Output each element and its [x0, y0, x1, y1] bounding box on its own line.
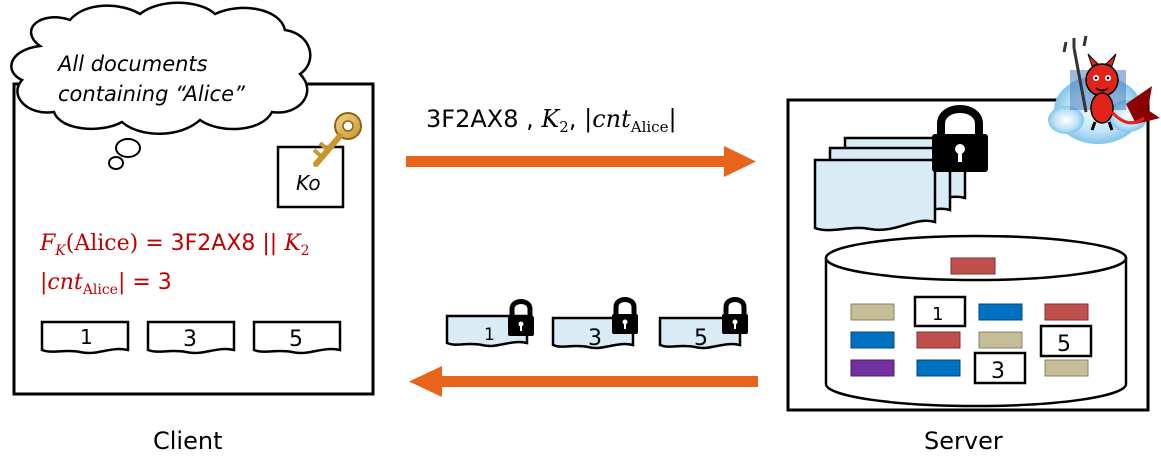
- response-document-2-label: 3: [588, 326, 602, 351]
- response-lock-3-icon: [722, 297, 748, 334]
- db-document-3-label: 3: [991, 359, 1005, 384]
- response-document-1-label: 1: [484, 325, 495, 345]
- response-document-1: 1: [445, 314, 529, 348]
- client-label: Client: [153, 427, 222, 455]
- response-lock-1-icon: [508, 299, 534, 336]
- request-label: 3F2AX8 , K2, |cntAlice|: [426, 105, 677, 136]
- db-block-tan: [978, 331, 1023, 349]
- db-block-purple: [850, 359, 895, 377]
- devil-icon: [1048, 35, 1160, 144]
- client-document-2-label: 3: [183, 327, 197, 352]
- server-label: Server: [924, 427, 1003, 455]
- db-document-1-label: 1: [932, 304, 943, 325]
- response-document-3-label: 5: [694, 326, 708, 351]
- response-lock-2-icon: [612, 297, 638, 334]
- response-document-3: 5: [658, 316, 742, 351]
- client-document-3-label: 5: [289, 327, 303, 352]
- db-block-blue: [978, 303, 1023, 321]
- client-document-3: 5: [252, 320, 342, 355]
- db-document-1: 1: [913, 295, 967, 328]
- response-arrow: [409, 366, 758, 397]
- db-block-tan: [1044, 359, 1089, 377]
- db-document-5: 5: [1039, 324, 1093, 358]
- db-block-red: [916, 331, 961, 349]
- client-document-1-label: 1: [80, 325, 93, 349]
- key-box: [276, 145, 345, 209]
- count-line: |cntAlice| = 3: [40, 270, 172, 298]
- thought-bubble: All documents containing “Alice”: [10, 1, 312, 170]
- db-document-5-label: 5: [1057, 332, 1071, 357]
- thought-line-2: containing “Alice”: [58, 82, 246, 106]
- db-document-3: 3: [973, 351, 1027, 385]
- encrypted-document-stack: [813, 136, 967, 232]
- db-block-red: [950, 257, 996, 275]
- client-document-2: 3: [146, 320, 236, 355]
- prf-line: FK(Alice) = 3F2AX8 || K2: [39, 231, 310, 259]
- db-block-blue: [916, 359, 961, 377]
- db-block-tan: [850, 303, 895, 321]
- stack-lock-icon: [932, 105, 988, 172]
- db-block-blue: [850, 331, 895, 349]
- client-document-1: 1: [40, 320, 130, 355]
- key-box-label: Ko: [296, 171, 321, 195]
- key-icon: [312, 112, 362, 167]
- request-arrow: [406, 146, 756, 177]
- db-block-red: [1044, 303, 1089, 321]
- thought-line-1: All documents: [56, 52, 208, 76]
